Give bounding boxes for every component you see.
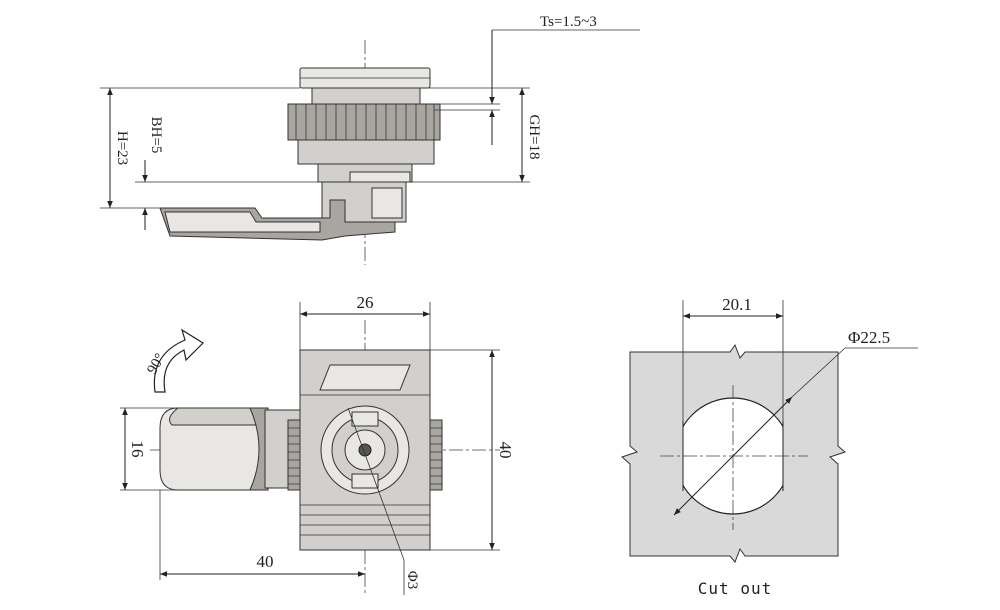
side-view: H=23 BH=5 Ts=1.5~3 GH=18 [100,14,640,265]
rotation-arrow-icon [153,328,204,393]
dimension-hole-d3: Φ3 [404,571,420,589]
dimension-cutout-20-1: 20.1 [722,295,752,314]
dimension-gh: GH=18 [526,114,542,159]
dimension-ts: Ts=1.5~3 [540,14,597,30]
dimension-length-40: 40 [257,552,274,571]
cutout-caption: Cut out [698,579,772,598]
dimension-cutout-d22-5: Φ22.5 [848,328,890,347]
front-view: 26 40 16 40 Φ3 90° [120,293,515,595]
dimension-arm-16: 16 [128,441,147,458]
dimension-h: H=23 [114,131,130,165]
dimension-bh: BH=5 [148,117,164,154]
cutout-view: 20.1 Φ22.5 Cut out [621,295,918,598]
dimension-width-26: 26 [357,293,374,312]
dimension-height-40: 40 [496,442,515,459]
